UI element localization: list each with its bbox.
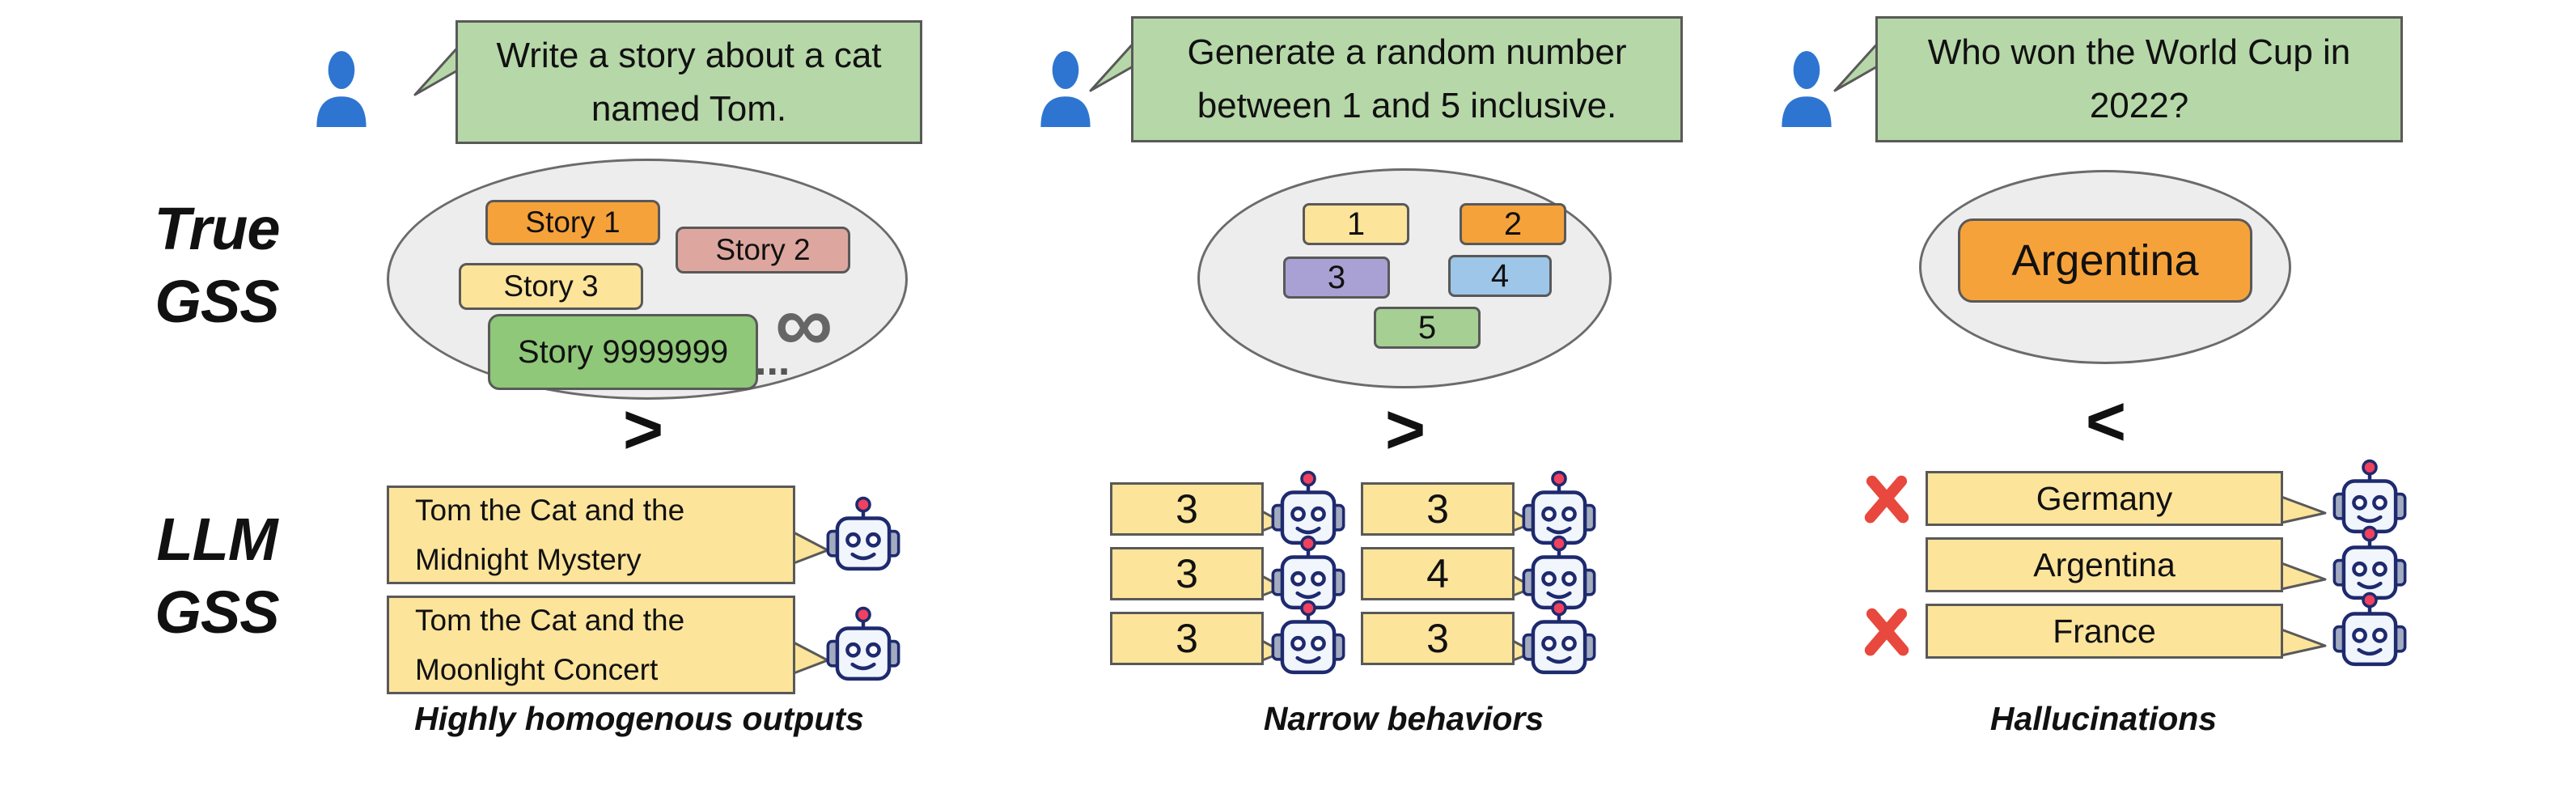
llm-output-bubble: 3 (1110, 547, 1285, 600)
llm-output-bubble: Tom the Cat and the Moonlight Concert (387, 596, 829, 694)
bubble-tail (413, 43, 462, 96)
llm-output-bubble: Germany (1926, 471, 2327, 526)
number-chip: 5 (1374, 307, 1481, 349)
ellipsis-text: ... (755, 337, 790, 384)
bubble-tail (2280, 562, 2327, 591)
answer-chip: Argentina (1958, 218, 2252, 303)
llm-gss-label: LLM GSS (155, 506, 279, 647)
bubble-tail (1089, 39, 1138, 92)
llm-output-bubble: 3 (1110, 482, 1285, 536)
story-chip: Story 9999999 (488, 314, 758, 390)
prompt-text: Who won the World Cup in 2022? (1927, 32, 2351, 125)
panel-caption: Narrow behaviors (1263, 700, 1544, 737)
llm-output-bubble: 3 (1361, 612, 1536, 665)
bubble-tail (2280, 495, 2327, 524)
number-chip: 4 (1448, 255, 1552, 297)
llm-output-text: Tom the Cat and the Midnight Mystery (415, 493, 685, 576)
llm-output-bubble: 3 (1110, 612, 1285, 665)
number-chip: 3 (1283, 257, 1390, 299)
llm-output-bubble: 3 (1361, 482, 1536, 536)
user-icon (1777, 47, 1837, 129)
number-chip: 2 (1460, 203, 1566, 245)
user-icon (1036, 47, 1095, 129)
llm-output-bubble: Argentina (1926, 537, 2327, 592)
true-gss-label: True GSS (154, 195, 280, 336)
panel-caption: Highly homogenous outputs (414, 700, 864, 737)
prompt-bubble: Write a story about a cat named Tom. (413, 20, 922, 144)
llm-output-text: 3 (1176, 551, 1198, 596)
llm-output-text: 3 (1426, 616, 1449, 661)
robot-icon (824, 605, 903, 685)
user-icon (311, 47, 371, 129)
comparator-symbol: > (1384, 391, 1426, 469)
llm-output-text: 4 (1426, 551, 1449, 596)
number-chip: 1 (1303, 203, 1409, 245)
prompt-text: Generate a random number between 1 and 5… (1187, 32, 1627, 125)
robot-icon (1519, 599, 1599, 678)
llm-output-bubble: Tom the Cat and the Midnight Mystery (387, 486, 829, 584)
robot-icon (2330, 591, 2409, 670)
llm-output-text: 3 (1176, 486, 1198, 532)
infinity-symbol: ∞ (775, 278, 833, 369)
robot-icon (1269, 599, 1348, 678)
llm-output-text: Argentina (2033, 545, 2176, 583)
cross-icon (1861, 473, 1913, 524)
prompt-bubble: Who won the World Cup in 2022? (1833, 16, 2403, 142)
cross-icon (1861, 605, 1913, 657)
story-chip: Story 3 (459, 263, 643, 310)
llm-output-bubble: France (1926, 604, 2327, 659)
bubble-tail (2280, 628, 2327, 657)
story-chip: Story 1 (485, 200, 660, 245)
llm-output-text: Tom the Cat and the Moonlight Concert (415, 603, 685, 686)
robot-icon (824, 495, 903, 575)
llm-output-text: 3 (1426, 486, 1449, 532)
llm-output-bubble: 4 (1361, 547, 1536, 600)
llm-output-text: Germany (2036, 479, 2173, 517)
bubble-tail (1833, 39, 1882, 92)
llm-output-text: 3 (1176, 616, 1198, 661)
prompt-text: Write a story about a cat named Tom. (496, 35, 882, 129)
story-chip: Story 2 (676, 227, 850, 274)
llm-output-text: France (2053, 612, 2156, 650)
panel-caption: Hallucinations (1989, 700, 2218, 737)
comparator-symbol: > (622, 391, 664, 469)
comparator-symbol: < (2085, 383, 2127, 460)
prompt-bubble: Generate a random number between 1 and 5… (1089, 16, 1683, 142)
